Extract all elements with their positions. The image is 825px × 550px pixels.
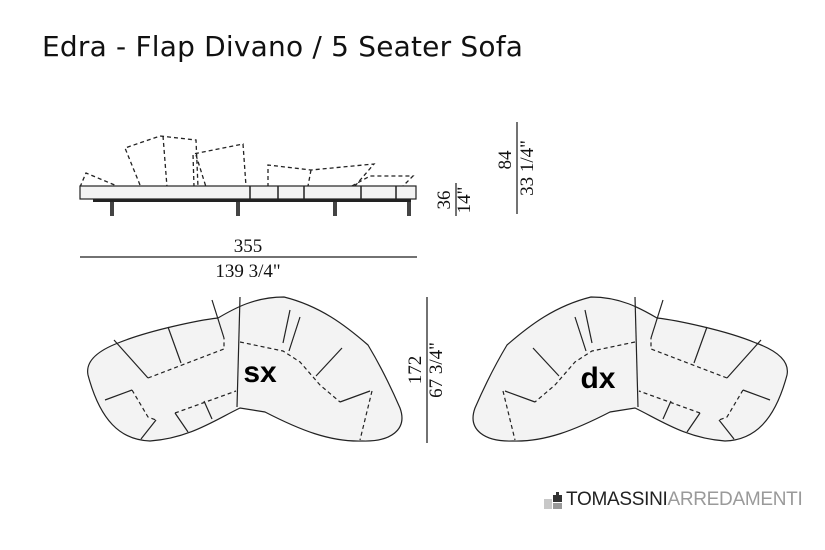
max-height-in: 33 1/4" bbox=[517, 140, 538, 196]
page-title: Edra - Flap Divano / 5 Seater Sofa bbox=[42, 30, 524, 63]
logo-sub: ARREDAMENTI bbox=[667, 489, 803, 510]
width-in: 139 3/4" bbox=[215, 261, 280, 282]
width-cm: 355 bbox=[234, 236, 263, 257]
dx-label: dx bbox=[580, 362, 615, 395]
logo-house-icon bbox=[544, 491, 562, 509]
seat-height-dimension: 36 14" bbox=[434, 183, 475, 216]
max-height-cm: 84 bbox=[495, 150, 516, 170]
seat-height-cm: 36 bbox=[434, 191, 455, 210]
max-height-dimension: 84 33 1/4" bbox=[495, 122, 538, 214]
seat-height-in: 14" bbox=[454, 187, 475, 214]
depth-in: 67 3/4" bbox=[426, 342, 447, 398]
plan-view-sx: sx bbox=[87, 296, 403, 442]
side-elevation bbox=[79, 135, 417, 216]
depth-dimension: 172 67 3/4" bbox=[405, 297, 447, 443]
logo-brand: TOMASSINI bbox=[566, 489, 668, 510]
depth-cm: 172 bbox=[405, 356, 426, 385]
plan-view-dx: dx bbox=[472, 296, 788, 442]
sx-label: sx bbox=[243, 356, 277, 389]
width-dimension: 355 139 3/4" bbox=[80, 236, 417, 282]
